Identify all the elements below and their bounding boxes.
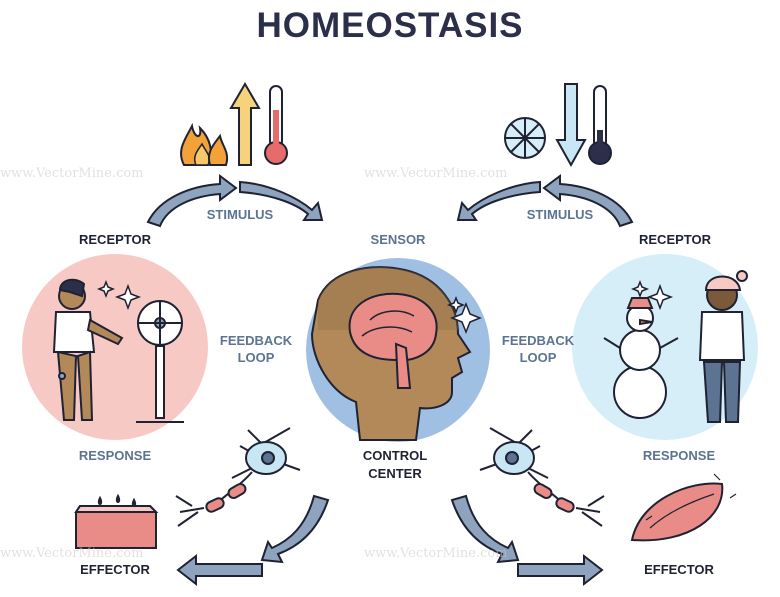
response-left-label: RESPONSE [78, 448, 152, 463]
feedback-loop-left-label-line1: FEEDBACK [219, 333, 293, 348]
response-right-label: RESPONSE [642, 448, 716, 463]
cold-person-icon [698, 270, 748, 423]
control-center-label-line1: CONTROL [362, 448, 428, 463]
control-center-label-line2: CENTER [368, 466, 422, 481]
snowman-icon [603, 297, 679, 419]
feedback-loop-right-label-line2: LOOP [519, 350, 557, 365]
snowflake-icon [504, 117, 546, 159]
effector-arrow-left [176, 494, 330, 587]
effector-right-label: EFFECTOR [644, 562, 714, 577]
up-arrow-icon [229, 82, 261, 166]
flame-icon [180, 122, 229, 166]
effector-arrow-right [450, 494, 604, 587]
watermark: www.VectorMine.com [0, 546, 144, 561]
muscle-icon [630, 473, 737, 542]
sensor-label: SENSOR [370, 232, 426, 247]
receptor-right-label: RECEPTOR [639, 232, 711, 247]
fan-icon [136, 300, 184, 423]
hot-response-circle [22, 254, 208, 440]
watermark: www.VectorMine.com [0, 166, 144, 181]
neuron-left-icon [175, 427, 301, 527]
sweat-gland-icon [74, 493, 159, 549]
stimulus-right-label: STIMULUS [526, 207, 594, 222]
down-arrow-icon [555, 83, 587, 168]
sparkle-icon [96, 279, 142, 311]
watermark: www.VectorMine.com [364, 166, 508, 181]
effector-left-label: EFFECTOR [80, 562, 150, 577]
watermark: www.VectorMine.com [364, 546, 508, 561]
receptor-left-label: RECEPTOR [79, 232, 151, 247]
neuron-right-icon [479, 427, 605, 527]
feedback-loop-right-label-line1: FEEDBACK [501, 333, 575, 348]
thermometer-cold-icon [588, 85, 612, 165]
page-title: HOMEOSTASIS [256, 6, 524, 45]
sparkle-icon [630, 279, 674, 311]
stimulus-arrow-right [456, 174, 634, 228]
feedback-loop-left-label-line2: LOOP [237, 350, 275, 365]
sparkle-icon [446, 295, 483, 335]
thermometer-hot-icon [264, 85, 288, 165]
brain-icon [348, 292, 438, 389]
stimulus-left-label: STIMULUS [206, 207, 274, 222]
hot-person-icon [52, 278, 124, 421]
stimulus-arrow-left [146, 174, 324, 228]
